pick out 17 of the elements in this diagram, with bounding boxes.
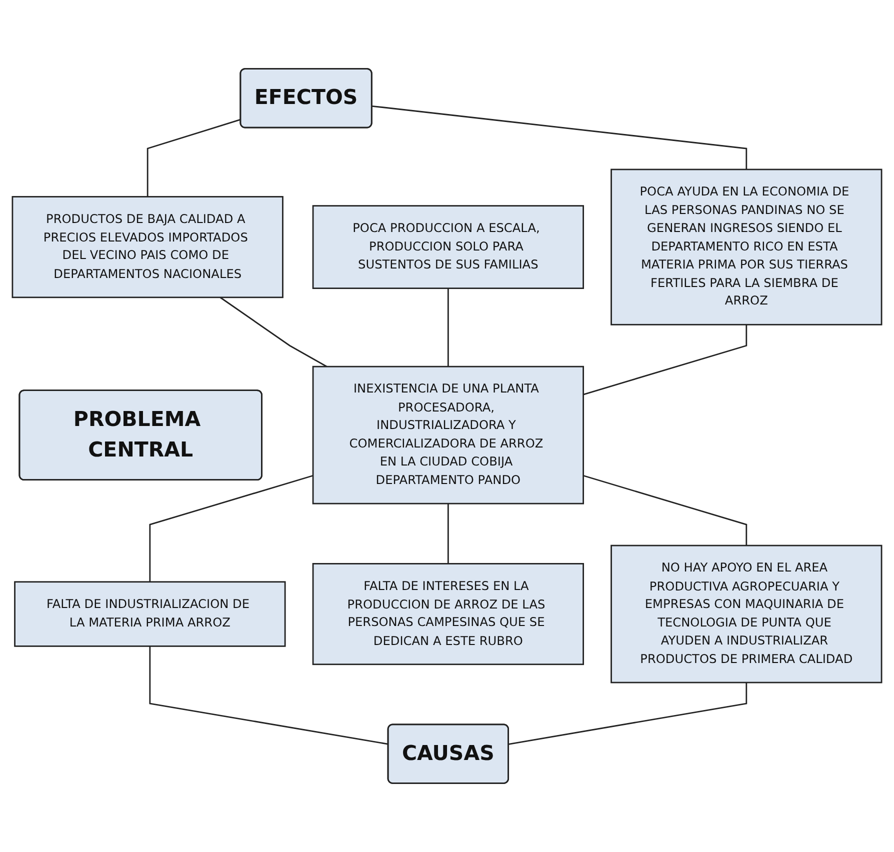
connector <box>149 646 389 745</box>
node-box: PRODUCTOS DE BAJA CALIDAD A PRECIOS ELEVADOS IMPORTADOS DEL VECINO PAIS COMO DE DEPARTAMENTOS NACIONALES <box>12 196 284 298</box>
connector <box>447 504 449 564</box>
node-box: POCA AYUDA EN LA ECONOMIA DE LAS PERSONAS PANDINAS NO SE GENERAN INGRESOS SIENDO EL DEPARTAMENTO RICO EN ESTA MATERIA PRIMA POR SUS TIERRAS FERTILES PARA LA SIEMBRA DE ARROZ <box>610 168 882 326</box>
node-box: POCA PRODUCCION A ESCALA, PRODUCCION SOLO PARA SUSTENTOS DE SUS FAMILIAS <box>312 205 584 289</box>
node-box: FALTA DE INDUSTRIALIZACION DE LA MATERIA PRIMA ARROZ <box>14 581 286 647</box>
node-box: INEXISTENCIA DE UNA PLANTA PROCESADORA, INDUSTRIALIZADORA Y COMERCIALIZADORA DE ARROZ EN LA CIUDAD COBIJA DEPARTAMENTO PANDO <box>312 366 584 504</box>
connector <box>220 296 328 368</box>
node-box: NO HAY APOYO EN EL AREA PRODUCTIVA AGROPECUARIA Y EMPRESAS CON MAQUINARIA DE TECNOLOGIA DE PUNTA QUE AYUDEN A INDUSTRIALIZAR PRODUCTOS DE PRIMERA CALIDAD <box>610 544 882 684</box>
connector <box>146 118 242 197</box>
connector <box>583 324 748 396</box>
connector <box>149 474 314 582</box>
connector <box>583 474 748 546</box>
node-box: FALTA DE INTERESES EN LA PRODUCCION DE ARROZ DE LAS PERSONAS CAMPESINAS QUE SE DEDICAN A ESTE RUBRO <box>312 563 584 666</box>
connector <box>447 288 449 367</box>
connector <box>508 682 748 745</box>
connector <box>372 105 748 170</box>
